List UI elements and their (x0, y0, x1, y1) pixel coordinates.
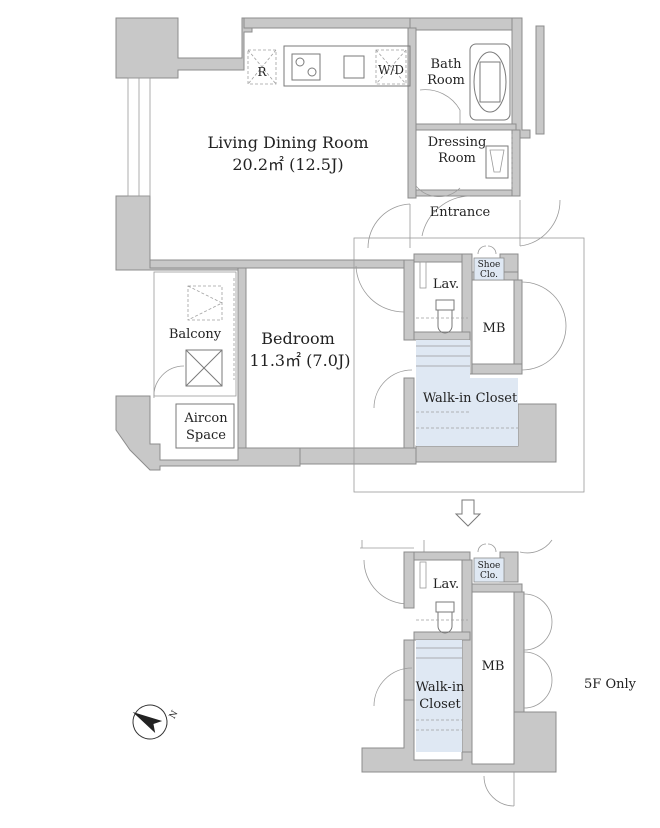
toilet-tank-icon (435, 299, 455, 311)
dressing-label-line1: Dressing (428, 135, 487, 150)
walkin-closet-label: Walk-in Closet (423, 391, 518, 406)
stove-icon (291, 53, 321, 81)
main-plan-walls (115, 17, 557, 471)
main-plan-fixtures (153, 43, 585, 493)
bath-label-line2: Room (427, 73, 465, 88)
shoe-closet-box (473, 257, 505, 281)
compass-letter: N (168, 709, 181, 721)
variant-walkin-label-line2: Closet (419, 697, 461, 712)
aircon-label-line2: Space (186, 428, 226, 443)
ac-outdoor-icon (187, 285, 223, 321)
down-arrow-icon (454, 499, 482, 527)
balcony-label: Balcony (169, 327, 222, 342)
shoe-closet-label-line2: Clo. (480, 270, 498, 280)
bedroom-name-label: Bedroom (261, 329, 335, 348)
entrance-label: Entrance (430, 205, 491, 220)
toilet-icon (437, 309, 453, 334)
lav-label: Lav. (433, 277, 459, 292)
detail-range-box (353, 237, 585, 493)
aircon-label-line1: Aircon (183, 411, 228, 426)
variant-shoe-label-line1: Shoe (478, 561, 501, 571)
mb-label: MB (483, 321, 506, 336)
north-arrow-icon (132, 704, 168, 740)
fridge-icon (247, 49, 277, 85)
basin-icon (485, 145, 509, 179)
washer-icon (375, 49, 407, 85)
variant-floor-label: 5F Only (584, 677, 637, 692)
bathtub-icon (469, 43, 511, 121)
ldk-name-label: Living Dining Room (207, 133, 368, 152)
variant-lav-label: Lav. (433, 577, 459, 592)
sink-icon (343, 55, 365, 79)
shoe-closet-label-line1: Shoe (478, 260, 501, 270)
variant-walkin-label-line1: Walk-in (416, 680, 465, 695)
bath-label-line1: Bath (431, 57, 463, 72)
variant-shoe-label-line2: Clo. (480, 571, 498, 581)
fridge-label: R (257, 65, 267, 79)
ldk-area-label: 20.2㎡ (12.5J) (232, 155, 343, 174)
ac-unit-icon (185, 349, 223, 387)
dressing-label-line2: Room (438, 151, 476, 166)
variant-plan (360, 539, 557, 807)
washer-label: W/D (378, 63, 404, 77)
variant-mb-label: MB (482, 659, 505, 674)
bedroom-area-label: 11.3㎡ (7.0J) (249, 351, 350, 370)
